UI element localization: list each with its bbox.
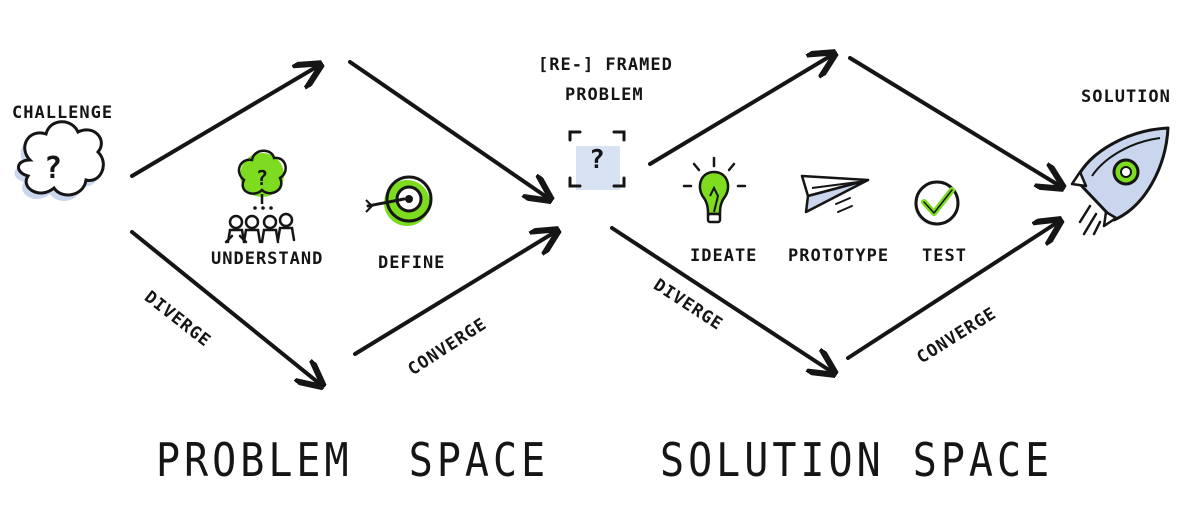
arrow-challenge-down [130,230,320,384]
arrow-challenge-up [130,66,318,178]
challenge-label: CHALLENGE [12,103,114,123]
arrow-reframed-down [610,226,832,372]
problem-diamond-arrows [130,60,555,384]
arrow-bottom-to-solution [846,222,1058,360]
arrow-bottom-to-reframed [353,232,555,356]
define-label: DEFINE [378,253,446,273]
understand-label: UNDERSTAND [211,249,324,269]
prototype-label: PROTOTYPE [788,246,890,266]
understand-question-mark: ? [256,166,268,190]
reframed-problem-label-line2: PROBLEM [565,85,644,105]
arrow-reframed-up [648,55,832,166]
solution-space-title: SOLUTION SPACE [660,434,1054,488]
ideate-label: IDEATE [690,246,758,266]
people-tree-icon: ? [224,149,296,244]
checkmark-circle-icon [914,180,960,226]
rocket-icon [1070,126,1170,236]
arrow-top-to-solution [848,56,1060,186]
solution-diamond-arrows [610,55,1060,372]
paper-plane-icon [800,174,870,214]
solution-label: SOLUTION [1081,87,1171,107]
problem-space-title: PROBLEM SPACE [156,434,550,488]
reframed-problem-label-line1: [RE-] FRAMED [538,55,673,75]
bracketed-question-icon: ? [568,130,626,190]
lightbulb-icon [682,156,747,224]
test-label: TEST [922,246,967,266]
reframed-question-mark: ? [589,145,605,175]
cloud-question-icon: ? [14,120,105,201]
target-icon [365,175,433,226]
arrow-top-to-reframed [348,60,548,198]
challenge-question-mark: ? [44,151,62,186]
